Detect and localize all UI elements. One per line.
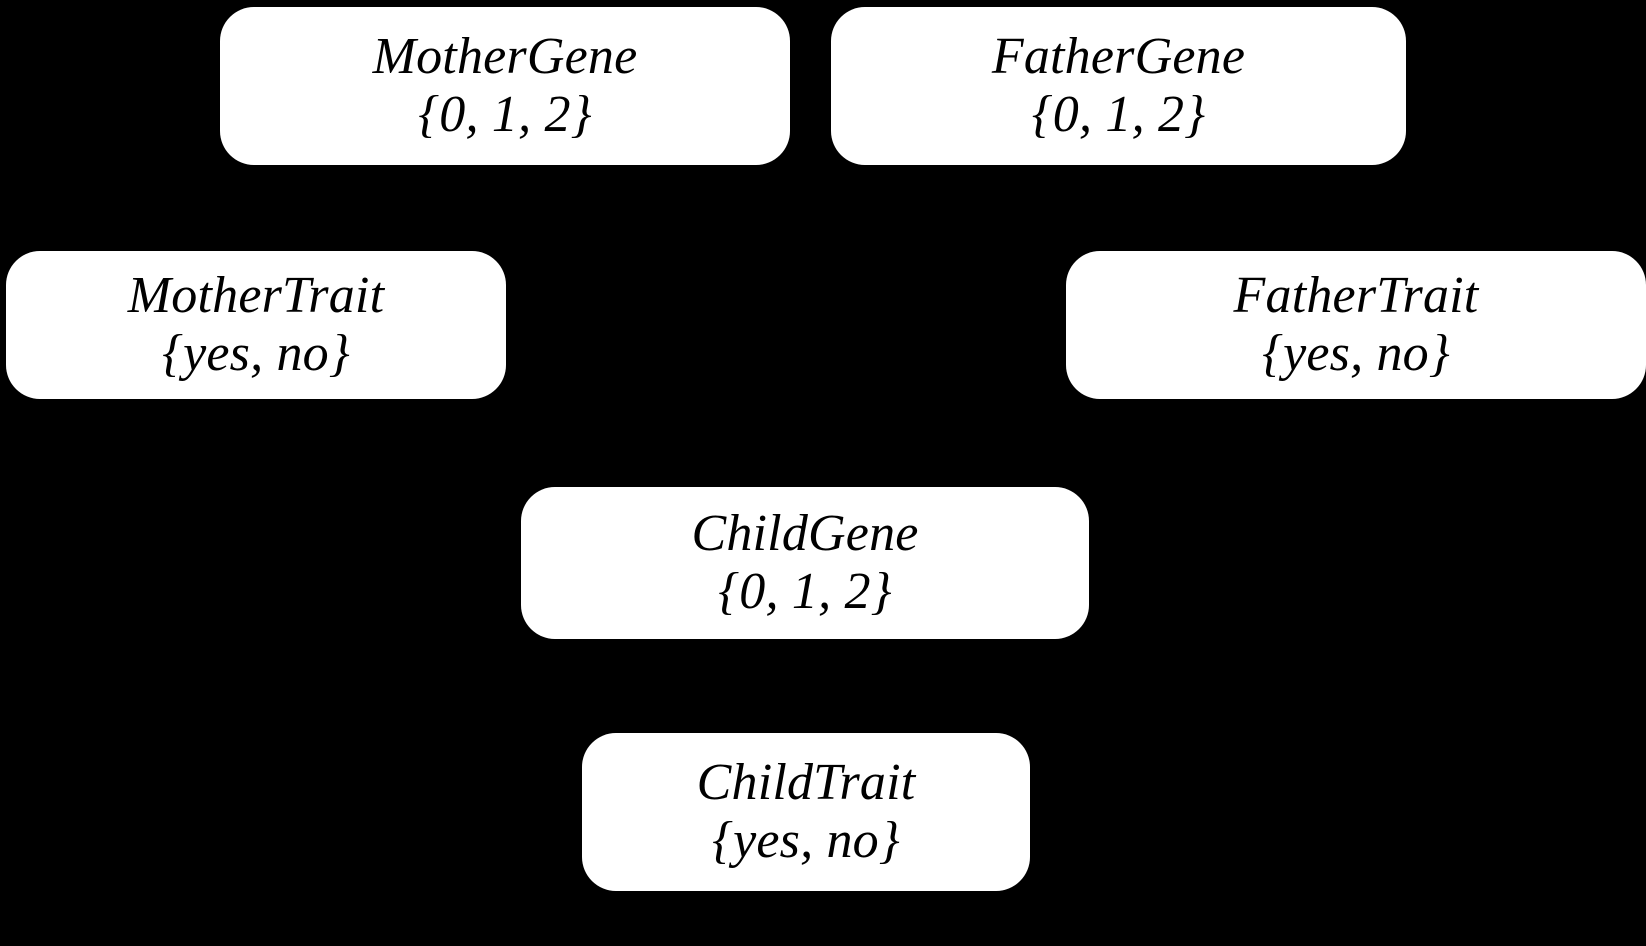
node-father-trait[interactable]: FatherTrait {yes, no} [1066,251,1646,399]
node-mother-trait[interactable]: MotherTrait {yes, no} [6,251,506,399]
node-child-gene-domain: {0, 1, 2} [718,563,892,620]
node-child-gene-title: ChildGene [691,504,919,562]
node-mother-gene-domain: {0, 1, 2} [418,86,592,143]
node-child-trait-title: ChildTrait [696,753,916,811]
node-father-trait-title: FatherTrait [1233,266,1479,324]
node-father-gene-title: FatherGene [991,27,1246,85]
node-father-gene-domain: {0, 1, 2} [1031,86,1206,143]
node-mother-trait-title: MotherTrait [127,266,385,324]
node-father-trait-domain: {yes, no} [1262,325,1450,382]
node-child-trait-domain: {yes, no} [712,812,900,869]
node-mother-trait-domain: {yes, no} [162,325,350,382]
node-child-trait[interactable]: ChildTrait {yes, no} [582,733,1030,891]
node-child-gene[interactable]: ChildGene {0, 1, 2} [521,487,1089,639]
node-father-gene[interactable]: FatherGene {0, 1, 2} [831,7,1406,165]
node-mother-gene-title: MotherGene [372,27,638,85]
node-mother-gene[interactable]: MotherGene {0, 1, 2} [220,7,790,165]
